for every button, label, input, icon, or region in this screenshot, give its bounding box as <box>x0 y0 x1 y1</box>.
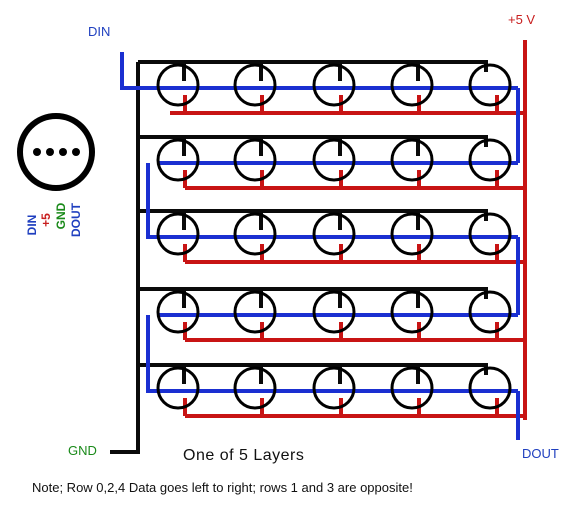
pin-label-plus5: +5 <box>39 213 53 227</box>
led <box>390 138 434 182</box>
ground-row-wire <box>138 135 488 147</box>
plus5v-label: +5 V <box>508 12 535 27</box>
led <box>390 290 434 334</box>
pin-dot <box>46 148 54 156</box>
caption: One of 5 Layers <box>183 447 304 464</box>
data-wiring <box>120 52 520 440</box>
led <box>468 366 512 410</box>
led <box>233 366 277 410</box>
led <box>312 138 356 182</box>
pin-dot <box>72 148 80 156</box>
led <box>312 290 356 334</box>
led <box>156 290 200 334</box>
led <box>233 63 277 107</box>
led <box>468 63 512 107</box>
pin-label-gnd: GND <box>54 202 68 229</box>
ground-row-wire <box>138 287 488 299</box>
pin-label-dout: DOUT <box>69 202 83 237</box>
led <box>233 290 277 334</box>
pinout-labels: DIN +5 GND DOUT <box>25 202 83 237</box>
led <box>312 212 356 256</box>
pin-dot <box>33 148 41 156</box>
led <box>233 212 277 256</box>
data-turn-left <box>146 163 158 239</box>
led-pinout-icon <box>17 113 95 191</box>
power-wiring <box>170 40 527 420</box>
data-turn-left <box>146 315 158 393</box>
note-text: Note; Row 0,2,4 Data goes left to right;… <box>32 480 413 495</box>
pin-dot <box>59 148 67 156</box>
led <box>156 212 200 256</box>
ground-row-wire <box>138 363 488 375</box>
pin-label-din: DIN <box>25 215 39 236</box>
led <box>156 138 200 182</box>
led <box>468 212 512 256</box>
led <box>233 138 277 182</box>
led <box>390 366 434 410</box>
din-label: DIN <box>88 24 110 39</box>
gnd-label: GND <box>68 443 97 458</box>
led <box>312 366 356 410</box>
led <box>156 366 200 410</box>
ground-wiring <box>110 60 488 454</box>
led <box>312 63 356 107</box>
din-wire <box>120 52 164 90</box>
ground-row-wire <box>138 209 488 221</box>
dout-label: DOUT <box>522 446 559 461</box>
led-grid <box>156 63 512 410</box>
led <box>390 212 434 256</box>
ground-bus <box>110 62 140 454</box>
led <box>390 63 434 107</box>
led <box>468 290 512 334</box>
led-top-view-icon <box>17 113 95 191</box>
led <box>156 63 200 107</box>
led <box>468 138 512 182</box>
ground-row-wire <box>138 60 488 72</box>
